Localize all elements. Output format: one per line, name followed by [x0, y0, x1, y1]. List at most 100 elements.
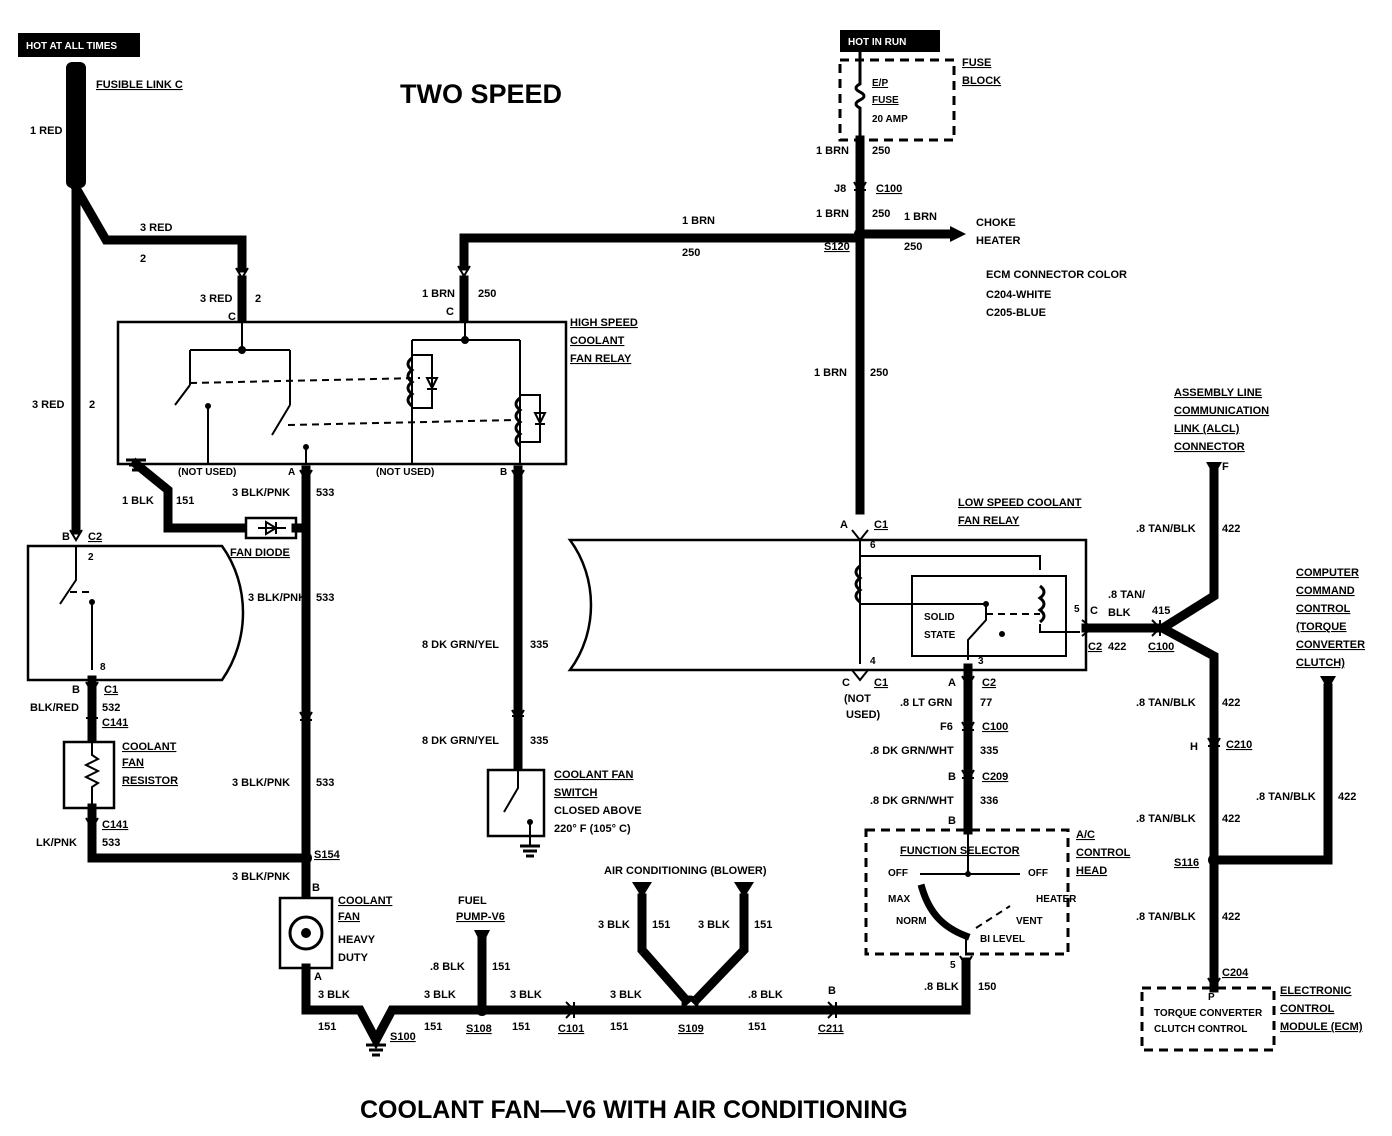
wire-label: .8 TAN/BLK: [1256, 791, 1316, 803]
wire-label: .8 DK GRN/WHT: [870, 745, 954, 757]
relay-contact: [174, 384, 291, 436]
hot-at-all-times-text: HOT AT ALL TIMES: [26, 41, 117, 52]
pin-label: A: [840, 519, 848, 531]
contact-dot: [983, 601, 989, 607]
wire-label: 1 BRN: [422, 288, 455, 300]
choke-heater-label: HEATER: [976, 235, 1020, 247]
ac-blower-label: AIR CONDITIONING (BLOWER): [604, 865, 767, 877]
connector-label: S120: [824, 241, 850, 253]
ccc-label: CONTROL: [1296, 603, 1351, 615]
fuel-pump-label: PUMP-V6: [456, 911, 505, 923]
diagram-caption: COOLANT FAN—V6 WITH AIR CONDITIONING: [360, 1096, 908, 1124]
pin-label: B: [948, 771, 956, 783]
wire-label: BLK: [1108, 607, 1131, 619]
connector-mark: [959, 955, 973, 968]
pin-label: C: [1090, 605, 1098, 617]
coolant-fan-switch: [486, 768, 546, 838]
fuse-block-label: FUSE: [962, 57, 991, 69]
alcl-label: CONNECTOR: [1174, 441, 1245, 453]
wire-label: 2: [255, 293, 261, 305]
connector-mark: [851, 669, 869, 682]
ecm-connector-color-label: ECM CONNECTOR COLOR: [986, 269, 1127, 281]
wire-label: BLK/RED: [30, 702, 79, 714]
not-used-label: (NOT USED): [178, 467, 236, 478]
choke-heater-label: CHOKE: [976, 217, 1016, 229]
connector-label: S100: [390, 1031, 416, 1043]
fuse-icon: [854, 52, 866, 140]
connector-mark: [1207, 737, 1221, 750]
high-speed-relay-box: [116, 320, 568, 466]
fuse-label: E/P: [872, 78, 888, 89]
relay-coil: [1037, 584, 1046, 624]
relay-internal: [860, 603, 1080, 660]
wire-label: LK/PNK: [36, 837, 77, 849]
connector-label: C2: [1088, 641, 1102, 653]
connector-label: C100: [982, 721, 1008, 733]
connector-mark: [961, 675, 975, 782]
wire-brn-top: [459, 233, 865, 271]
wire-label: .8 LT GRN: [900, 697, 952, 709]
wire-label: 250: [870, 367, 888, 379]
not-used-label: (NOT USED): [376, 467, 434, 478]
connector-label: S108: [466, 1023, 492, 1035]
wire-label: 151: [754, 919, 772, 931]
resistor-label: RESISTOR: [122, 775, 178, 787]
wire-label: .8 BLK: [430, 961, 465, 973]
pin-label: 4: [870, 656, 876, 667]
wire-label: 3 RED: [140, 222, 172, 234]
fusible-link-label: FUSIBLE LINK C: [96, 79, 183, 91]
pin-label: A: [314, 971, 322, 983]
wire-label: 151: [610, 1021, 628, 1033]
ccc-label: COMMAND: [1296, 585, 1355, 597]
resistor-label: FAN: [122, 757, 144, 769]
fuse-block-label: BLOCK: [962, 75, 1001, 87]
connector-mark: [1151, 619, 1162, 637]
wire-label: 250: [682, 247, 700, 259]
ac-control-head-label: HEAD: [1076, 865, 1107, 877]
relay-coil: [854, 564, 863, 604]
wire-label: 8 DK GRN/YEL: [422, 735, 499, 747]
solid-state-label: SOLID: [924, 612, 955, 623]
wire-label: 1 BRN: [816, 145, 849, 157]
ecm-connector-color-label: C205-BLUE: [986, 307, 1046, 319]
connector-label: C211: [818, 1023, 844, 1035]
pin-label: A: [288, 467, 295, 478]
fusible-link: [66, 62, 86, 188]
wire-blower: [637, 893, 749, 1007]
junction-dot: [461, 336, 469, 344]
selector-position-label: BI LEVEL: [980, 934, 1025, 945]
wire-label: 415: [1152, 605, 1170, 617]
connector-mark: [299, 469, 313, 482]
wire-tan-blk-upper: [1159, 465, 1219, 633]
relay-internal: [207, 406, 307, 464]
connector-label: C141: [102, 717, 128, 729]
coolant-fan-label: HEAVY: [338, 934, 376, 946]
wire-label: 532: [102, 702, 120, 714]
wire-label: .8 TAN/: [1108, 589, 1145, 601]
fan-motor-center: [301, 928, 311, 938]
ac-control-head-label: A/C: [1076, 829, 1095, 841]
wire-label: 151: [318, 1021, 336, 1033]
ecm-box: [1140, 986, 1276, 1052]
diode-loop: [520, 394, 541, 443]
fuel-pump-label: FUEL: [458, 895, 487, 907]
fuel-pump-terminal: [474, 930, 490, 946]
wire-label: 151: [652, 919, 670, 931]
connector-label: C1: [104, 684, 118, 696]
selector-position-label: NORM: [896, 916, 927, 927]
wire-label: 3 BLK: [510, 989, 542, 1001]
wire-label: 335: [530, 639, 548, 651]
high-speed-relay-label: FAN RELAY: [570, 353, 632, 365]
connector-label: C101: [558, 1023, 584, 1035]
ground-icon: [366, 1043, 386, 1057]
wire-label: 250: [872, 145, 890, 157]
resistor-label: COOLANT: [122, 741, 177, 753]
connector-mark: [299, 711, 313, 724]
wire-label: 151: [176, 495, 194, 507]
wire-label: 3 BLK/PNK: [232, 871, 290, 883]
wire-label: 1 BLK: [122, 495, 154, 507]
wire-red-top: [69, 181, 247, 273]
connector-mark: [69, 529, 83, 542]
connector-mark: [1207, 977, 1221, 990]
